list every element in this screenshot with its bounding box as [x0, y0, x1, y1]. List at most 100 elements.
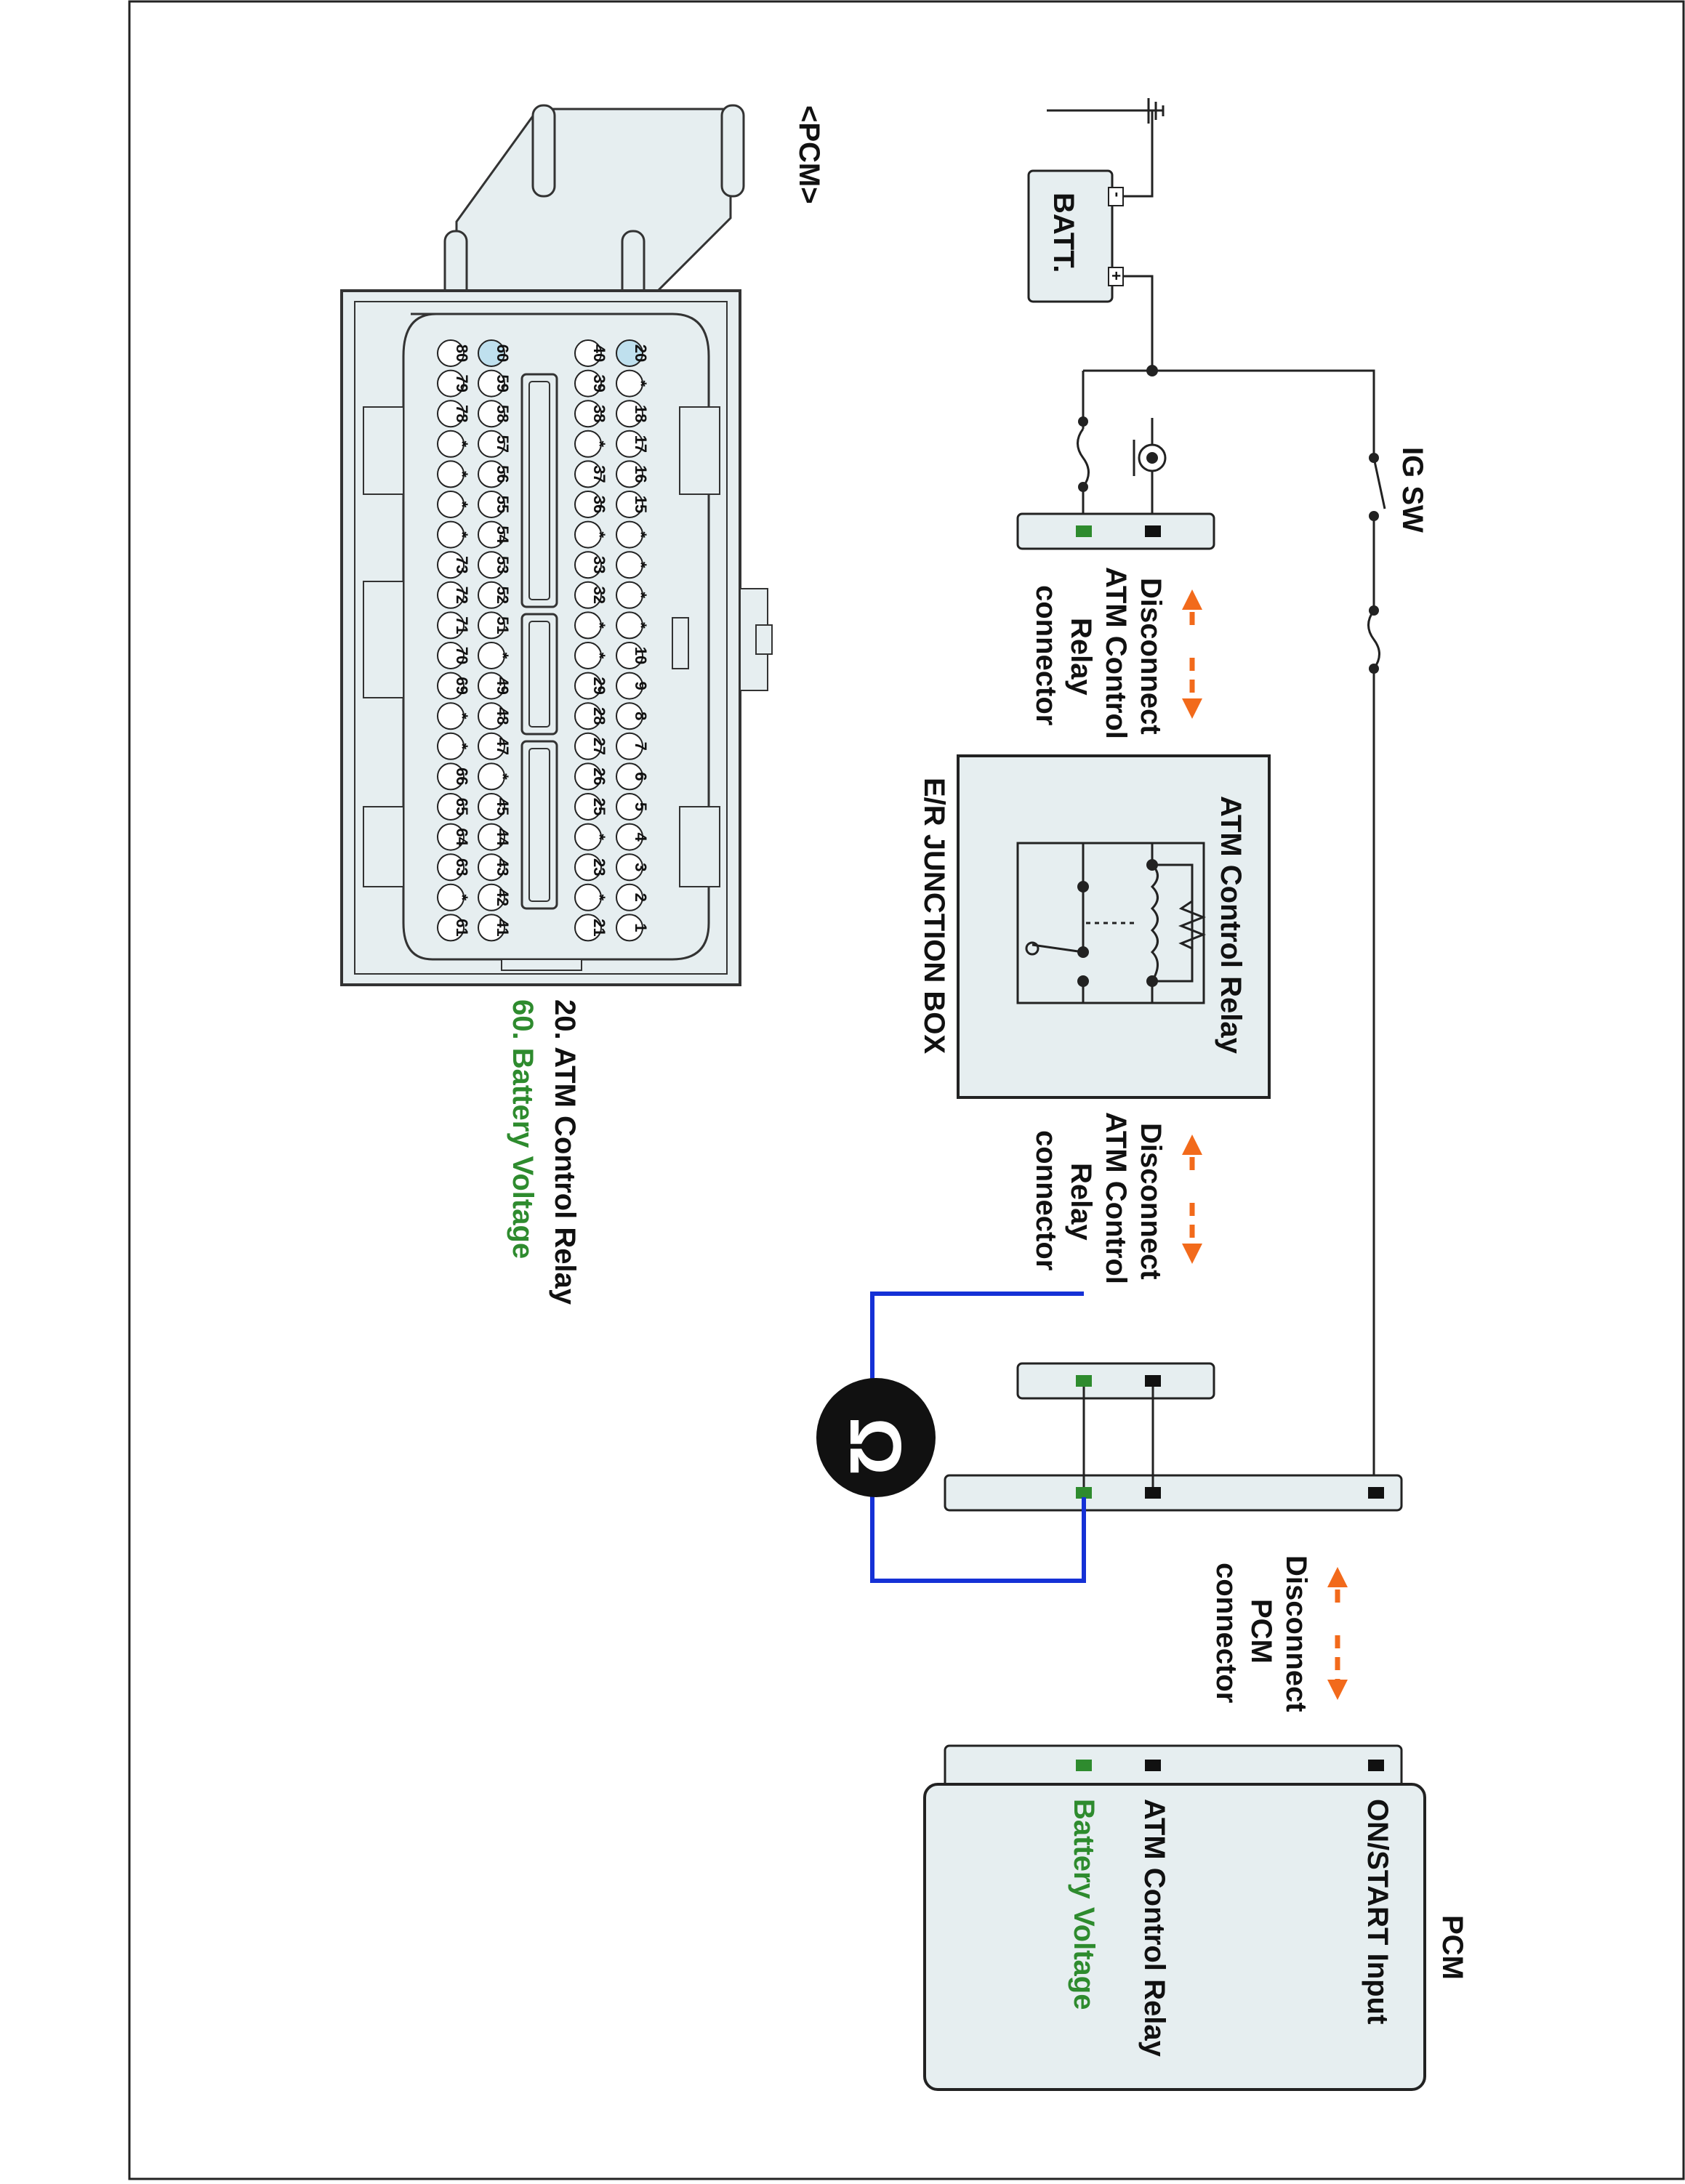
- connector-pin-label: 78: [453, 405, 471, 422]
- pcm-view-title: <PCM>: [793, 105, 825, 204]
- connector-pin: [437, 914, 465, 942]
- svg-text:Disconnect: Disconnect: [1280, 1555, 1312, 1712]
- connector-pin: [478, 793, 505, 821]
- connector-pin-label: 40: [590, 344, 608, 362]
- connector-pin: [574, 823, 602, 851]
- relay-connector-2: [1016, 1362, 1215, 1400]
- pcm-pin-on-start-input: ON/START Input: [1362, 1799, 1394, 2024]
- connector-pin: [574, 430, 602, 458]
- ig-switch-label: IG SW: [1396, 447, 1428, 533]
- connector-pin-label: 54: [494, 525, 512, 544]
- connector-pin: [478, 339, 505, 367]
- connector-pin: [478, 732, 505, 760]
- connector-pin-label: 57: [494, 435, 512, 453]
- connector-pin-label: 2: [632, 893, 650, 902]
- connector-pin: [574, 369, 602, 398]
- svg-text:connector: connector: [1030, 1130, 1062, 1270]
- connector-pin-label: 15: [632, 496, 650, 513]
- pcm-module-connector: [944, 1744, 1403, 1789]
- connector-pin: [616, 611, 643, 640]
- connector-pin: [616, 369, 643, 398]
- connector-pin-label: *: [590, 653, 608, 659]
- connector-pin: [574, 883, 602, 911]
- connector-pin: [574, 732, 602, 760]
- connector-pin-label: 37: [590, 465, 608, 483]
- connector-pin-label: *: [590, 441, 608, 448]
- connector-pin: [437, 853, 465, 882]
- relay-label: ATM Control Relay: [1215, 796, 1247, 1055]
- connector-pin: [478, 672, 505, 700]
- connector-pin-label: 18: [632, 405, 650, 422]
- connector-pin-label: *: [632, 531, 650, 538]
- connector-pin: [574, 460, 602, 488]
- connector-pin-label: 3: [632, 863, 650, 871]
- connector-pin-label: 21: [590, 919, 608, 936]
- connector-pin-label: *: [494, 773, 512, 780]
- svg-text:Relay: Relay: [1065, 1163, 1097, 1241]
- connector-pin: [574, 581, 602, 609]
- connector-pin: [437, 460, 465, 488]
- connector-pin: [437, 400, 465, 428]
- connector-pin: [616, 702, 643, 730]
- connector-pin: [574, 551, 602, 579]
- connector-pin-label: 5: [632, 802, 650, 811]
- connector-pin-label: 25: [590, 798, 608, 815]
- connector-pin-label: 66: [453, 767, 471, 785]
- battery: [1027, 169, 1114, 303]
- svg-text:ATM Control: ATM Control: [1100, 1112, 1132, 1284]
- connector-pin-label: 8: [632, 712, 650, 720]
- connector-pin: [437, 823, 465, 851]
- battery-minus-terminal: -: [1109, 192, 1127, 197]
- page-frame: [128, 0, 1685, 2180]
- connector-pin-label: 55: [494, 496, 512, 513]
- svg-text:ATM Control: ATM Control: [1100, 567, 1132, 739]
- connector-pin: [478, 642, 505, 669]
- connector-pin: [437, 551, 465, 579]
- connector-pin: [616, 823, 643, 851]
- connector-pin: [616, 672, 643, 700]
- connector-pin-label: 48: [494, 707, 512, 725]
- connector-pin: [574, 914, 602, 942]
- connector-pin-label: 36: [590, 496, 608, 513]
- pcm-harness-connector: [944, 1474, 1403, 1512]
- connector-pin-label: 69: [453, 677, 471, 694]
- connector-pin: [478, 581, 505, 609]
- disconnect-relay-label-1: Disconnect ATM Control Relay connector: [1030, 567, 1167, 739]
- connector-pin: [616, 642, 643, 669]
- connector-pin-label: 7: [632, 742, 650, 751]
- connector-pin-label: 29: [590, 677, 608, 694]
- connector-pin-label: *: [590, 531, 608, 538]
- connector-pin-label: *: [453, 895, 471, 901]
- connector-pin: [478, 400, 505, 428]
- connector-pin: [478, 369, 505, 398]
- connector-pin-label: 61: [453, 919, 471, 936]
- connector-pin: [574, 491, 602, 518]
- battery-plus-terminal: +: [1107, 271, 1125, 281]
- connector-pin-label: 80: [453, 344, 471, 362]
- connector-pin-label: 4: [632, 832, 650, 842]
- connector-pin: [478, 611, 505, 640]
- connector-pin-label: 79: [453, 374, 471, 392]
- connector-pin-label: 42: [494, 889, 512, 906]
- connector-pin: [574, 339, 602, 367]
- connector-pin-label: *: [453, 713, 471, 720]
- connector-pin-label: 59: [494, 374, 512, 392]
- connector-pin: [574, 400, 602, 428]
- connector-pin: [574, 611, 602, 640]
- connector-pin-label: 72: [453, 587, 471, 604]
- connector-pin: [478, 460, 505, 488]
- connector-pin: [616, 762, 643, 791]
- connector-pin-label: *: [453, 744, 471, 750]
- connector-pin-label: 33: [590, 556, 608, 573]
- svg-text:connector: connector: [1210, 1563, 1242, 1703]
- connector-pin: [478, 883, 505, 911]
- connector-pin-label: 49: [494, 677, 512, 694]
- connector-pin-label: *: [590, 895, 608, 901]
- connector-pin: [437, 732, 465, 760]
- connector-pin-label: *: [632, 562, 650, 568]
- connector-pin-grid: 20*18171615****10987654321403938*3736*33…: [437, 339, 650, 942]
- connector-pin-label: *: [590, 834, 608, 840]
- connector-pin-label: 65: [453, 798, 471, 815]
- connector-pin-label: 9: [632, 681, 650, 690]
